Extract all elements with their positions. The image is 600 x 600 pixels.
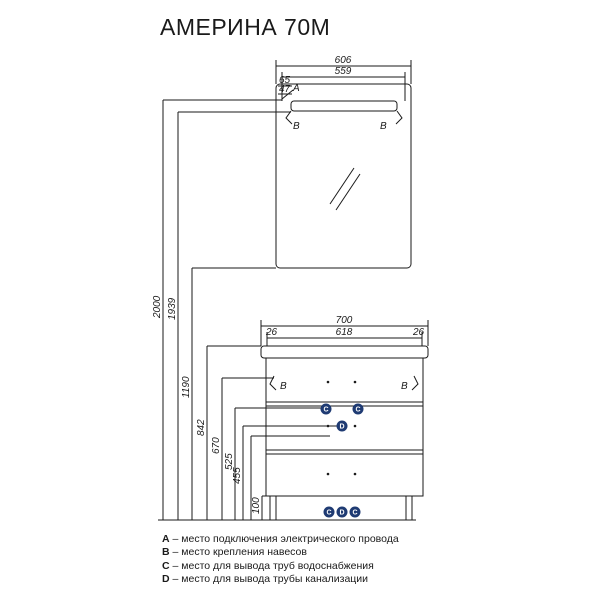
mirror-outline xyxy=(275,83,412,269)
marker-c: C xyxy=(355,407,360,414)
legend-key: B xyxy=(162,546,170,559)
legend-key: A xyxy=(162,533,170,545)
legend: A – место подключения электрического про… xyxy=(162,533,399,587)
legend-item-c: C – место для вывода труб водоснабжения xyxy=(162,560,399,573)
dim-525: 525 xyxy=(224,453,235,470)
marker-c: C xyxy=(323,407,328,414)
leg-left xyxy=(269,495,277,521)
legend-key: D xyxy=(162,573,170,586)
legend-text: – место подключения электрического прово… xyxy=(169,533,399,545)
mirror-glare-line xyxy=(329,167,355,205)
hook-b-right xyxy=(395,110,403,125)
marker-c-circle xyxy=(349,506,361,518)
marker-d-circle xyxy=(336,506,348,518)
fix-dot xyxy=(326,424,330,428)
mirror-glare-line xyxy=(335,173,361,211)
dim-1190: 1190 xyxy=(181,376,192,398)
legend-text: – место крепления навесов xyxy=(169,546,307,559)
basin-top xyxy=(260,345,429,359)
marker-c: C xyxy=(352,510,357,517)
marker-c-circle xyxy=(352,403,364,415)
dim-842: 842 xyxy=(196,419,207,436)
dim-26-right: 26 xyxy=(412,327,425,338)
legend-item-d: D – место для вывода трубы канализации xyxy=(162,573,399,586)
dim-2000: 2000 xyxy=(152,295,163,319)
legend-item-b: B – место крепления навесов xyxy=(162,546,399,559)
fix-dot xyxy=(353,424,357,428)
mirror-light-bar xyxy=(290,100,398,112)
dim-606: 606 xyxy=(335,55,352,66)
fix-dot xyxy=(353,380,357,384)
dim-618: 618 xyxy=(336,327,353,338)
marker-a-leader xyxy=(281,89,294,100)
dim-670: 670 xyxy=(211,437,222,454)
dim-455: 455 xyxy=(232,467,243,484)
marker-d-circle xyxy=(336,420,348,432)
fix-dot xyxy=(326,380,330,384)
dim-100: 100 xyxy=(251,497,262,514)
hook-b-cab-right xyxy=(411,375,419,391)
marker-b-mirror-left: B xyxy=(293,121,300,132)
legend-key: C xyxy=(162,559,170,572)
dim-47: 47 xyxy=(279,84,291,95)
page-title: АМЕРИНА 70М xyxy=(160,14,331,40)
cabinet-body xyxy=(265,357,424,497)
legend-item-a: A – место подключения электрического про… xyxy=(162,533,399,546)
marker-c-circle xyxy=(323,506,335,518)
marker-c: C xyxy=(326,510,331,517)
marker-c-circle xyxy=(320,403,332,415)
legend-text: – место для вывода трубы канализации xyxy=(169,573,369,586)
dim-65: 65 xyxy=(279,75,291,86)
fix-dot xyxy=(326,472,330,476)
dim-1939: 1939 xyxy=(167,297,178,320)
dim-700: 700 xyxy=(336,315,353,326)
marker-b-cabinet-right: B xyxy=(401,381,408,392)
marker-b-mirror-right: B xyxy=(380,121,387,132)
marker-d: D xyxy=(339,510,344,517)
legend-text: – место для вывода труб водоснабжения xyxy=(169,559,374,572)
marker-b-cabinet-left: B xyxy=(280,381,287,392)
dim-26-left: 26 xyxy=(265,327,278,338)
marker-d: D xyxy=(339,424,344,431)
leg-right xyxy=(405,495,413,521)
dim-559: 559 xyxy=(335,66,352,77)
marker-a: A xyxy=(292,83,300,94)
hook-b-left xyxy=(285,110,293,125)
fix-dot xyxy=(353,472,357,476)
hook-b-cab-left xyxy=(269,375,277,391)
